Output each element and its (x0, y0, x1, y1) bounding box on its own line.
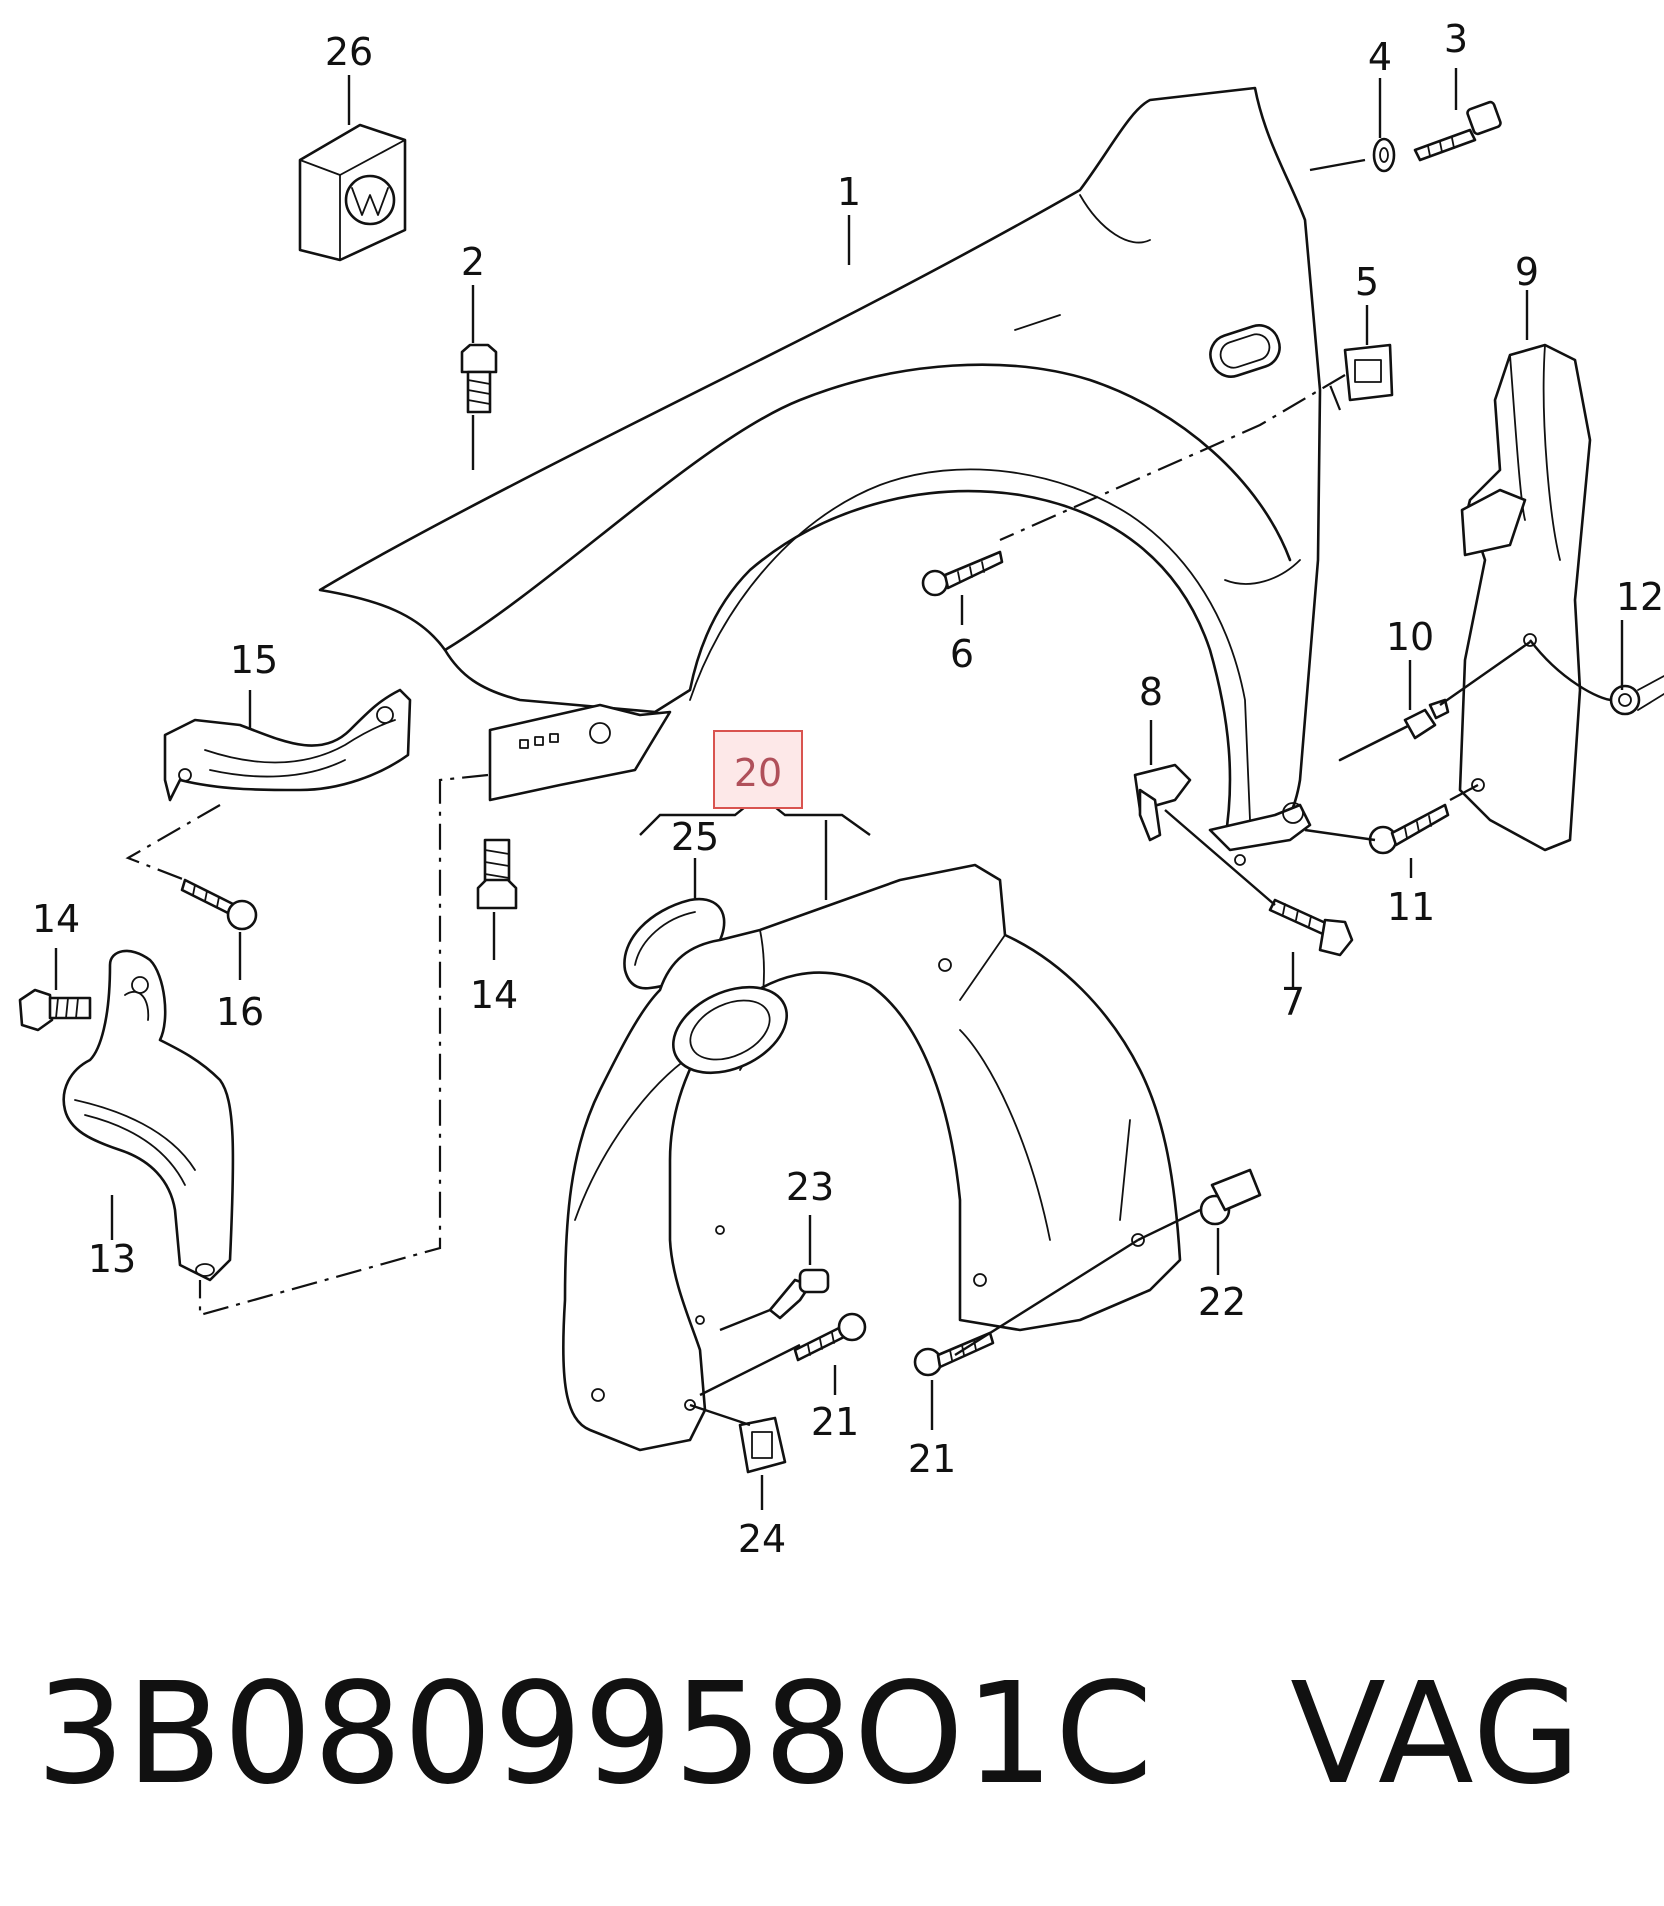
callout-16: 16 (216, 990, 264, 1034)
part-number-caption: 3B0809958O1C VAG (36, 1653, 1582, 1816)
callout-14-center: 14 (470, 973, 518, 1017)
callout-12: 12 (1616, 575, 1664, 619)
callout-4: 4 (1368, 35, 1392, 79)
callout-23: 23 (786, 1165, 834, 1209)
screw-part-11 (1368, 803, 1450, 855)
fender-part-1 (318, 86, 1322, 866)
callout-1: 1 (837, 170, 861, 214)
screw-part-6 (921, 550, 1004, 597)
callout-5: 5 (1355, 260, 1379, 304)
callout-21-center: 21 (811, 1400, 859, 1444)
callout-15: 15 (230, 638, 278, 682)
wheel-housing-liner-part-20 (561, 863, 1182, 1452)
push-clip-part-22 (1199, 1168, 1262, 1226)
callout-11: 11 (1387, 885, 1435, 929)
callout-leaders (54, 68, 1624, 1510)
clip-nut-part-5 (1343, 343, 1394, 402)
callout-14-left: 14 (32, 897, 80, 941)
callout-20-highlight-box (713, 730, 803, 809)
callout-6: 6 (950, 632, 974, 676)
clip-part-8 (1133, 763, 1192, 842)
screw-part-21-right (913, 1331, 995, 1377)
clip-nut-part-24 (738, 1416, 787, 1474)
screw-part-21-center (793, 1312, 867, 1362)
callout-26: 26 (325, 30, 373, 74)
badge-box-part-26 (298, 123, 407, 262)
callout-25: 25 (671, 815, 719, 859)
callout-numbers: 1 2 3 4 5 6 7 8 9 10 11 12 13 14 14 15 1… (32, 17, 1664, 1561)
callout-13: 13 (88, 1237, 136, 1281)
bolt-part-14-left (18, 988, 92, 1032)
washer-part-4 (1372, 137, 1396, 173)
bracket-part-9 (1458, 343, 1592, 852)
assembly-lines (125, 158, 1613, 1427)
callout-3: 3 (1444, 17, 1468, 61)
callout-8: 8 (1139, 670, 1163, 714)
callout-2: 2 (461, 240, 485, 284)
bracket-part-13 (62, 949, 235, 1282)
callout-21-right: 21 (908, 1437, 956, 1481)
clip-part-23 (768, 1268, 830, 1320)
callout-9: 9 (1515, 250, 1539, 294)
clip-part-12 (1609, 675, 1664, 716)
bracket-part-15 (163, 688, 412, 802)
bolt-part-14-center (476, 838, 518, 910)
screw-part-3 (1413, 100, 1502, 162)
callout-22: 22 (1198, 1280, 1246, 1324)
callout-7: 7 (1281, 980, 1305, 1024)
bolt-part-7 (1268, 898, 1354, 957)
screw-part-16 (180, 878, 258, 931)
callout-20: 20 (734, 751, 782, 795)
bolt-part-2 (460, 343, 498, 414)
callout-24: 24 (738, 1517, 786, 1561)
rivet-part-10 (1338, 698, 1450, 762)
callout-10: 10 (1386, 615, 1434, 659)
